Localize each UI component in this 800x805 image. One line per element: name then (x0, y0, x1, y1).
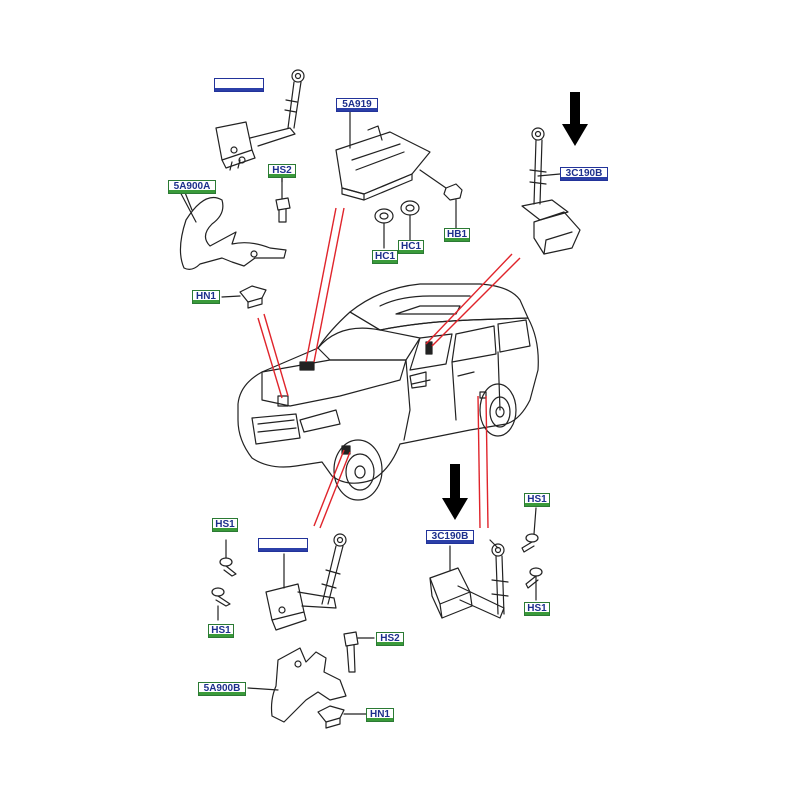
arrow-down-top-right (562, 92, 588, 146)
clip-hn1-bottom (317, 705, 367, 729)
screw-hs1-left-upper (219, 539, 237, 577)
label-hn1-top: HN1 (192, 290, 220, 304)
label-hs1-right-upper: HS1 (524, 493, 550, 507)
screw-hs1-left-lower (211, 587, 231, 621)
label-hs1-left-lower: HS1 (208, 624, 234, 638)
label-hs1-left-upper: HS1 (212, 518, 238, 532)
vehicle (237, 283, 539, 501)
height-sensor-front-right (265, 533, 347, 631)
label-hn1-bottom: HN1 (366, 708, 394, 722)
arrow-down-bottom-right (442, 464, 468, 520)
label-hs1-right-lower: HS1 (524, 602, 550, 616)
height-sensor-rear-right (521, 127, 581, 255)
grommet-hc1-left (374, 208, 394, 249)
bracket-5a900b (247, 647, 347, 723)
height-sensor-rear-left (429, 543, 509, 619)
control-module-5a919 (335, 111, 431, 201)
label-3c190b-bottom: 3C190B (426, 530, 474, 544)
red-leader-lines (257, 207, 521, 529)
label-hb1: HB1 (444, 228, 470, 242)
screw-hs1-right-upper (521, 507, 539, 553)
label-hs2-top: HS2 (268, 164, 296, 178)
label-3c190b-top: 3C190B (560, 167, 608, 181)
clip-hn1-top (221, 285, 267, 309)
label-blank-top (214, 78, 264, 92)
label-hc1-left: HC1 (372, 250, 398, 264)
label-5a900b: 5A900B (198, 682, 246, 696)
height-sensor-front-left (215, 69, 305, 171)
bolt-hs2-top (275, 177, 291, 223)
label-hs2-bottom: HS2 (376, 632, 404, 646)
bolt-hb1 (419, 169, 463, 227)
grommet-hc1-right (400, 200, 420, 241)
label-hc1-right: HC1 (398, 240, 424, 254)
bolt-hs2-bottom (343, 631, 375, 673)
label-5a900a: 5A900A (168, 180, 216, 194)
label-5a919: 5A919 (336, 98, 378, 112)
screw-hs1-right-lower (525, 567, 543, 601)
bracket-5a900a (177, 187, 287, 270)
indicator-arrows (442, 92, 588, 520)
label-blank-bottom (258, 538, 308, 552)
